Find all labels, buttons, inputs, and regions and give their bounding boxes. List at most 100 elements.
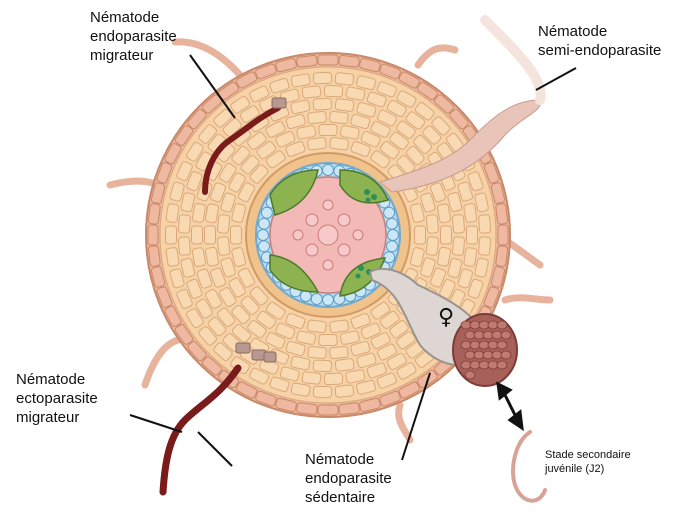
- epidermis-cell: [318, 55, 338, 65]
- cortex-cell: [324, 373, 342, 385]
- egg: [465, 371, 475, 379]
- cortex-cell: [192, 226, 203, 244]
- egg: [479, 341, 489, 349]
- cortex-cell: [205, 226, 216, 244]
- egg: [465, 351, 475, 359]
- egg: [488, 361, 498, 369]
- endodermis-cell: [323, 295, 334, 306]
- egg: [501, 331, 511, 339]
- cortex-cell: [335, 72, 354, 85]
- cortex-cell: [324, 85, 342, 97]
- epidermis-cell: [296, 55, 317, 67]
- cortex-cell: [452, 214, 464, 233]
- egg: [479, 321, 489, 329]
- cortex-cell: [217, 236, 230, 255]
- cortex-cell: [313, 72, 331, 84]
- endodermis-cell: [384, 207, 395, 218]
- endodermis-cell: [258, 230, 269, 241]
- endodermis-cell: [388, 230, 399, 241]
- cortex-cell: [467, 226, 478, 244]
- epidermis-cell: [496, 246, 508, 267]
- egg: [488, 321, 498, 329]
- cortex-cell: [166, 247, 179, 266]
- epidermis-cell: [148, 203, 160, 224]
- juvenile-j2: [513, 432, 545, 501]
- egg: [474, 331, 484, 339]
- endodermis-cell: [311, 294, 322, 305]
- cortex-cell: [426, 214, 439, 233]
- cortex-cell: [329, 111, 348, 124]
- epidermis-cell: [339, 403, 360, 415]
- epidermis-cell: [148, 246, 160, 267]
- egg: [501, 351, 511, 359]
- egg: [461, 341, 471, 349]
- cortex-cell: [307, 137, 326, 150]
- egg: [465, 331, 475, 339]
- egg: [492, 351, 502, 359]
- cortex-cell: [441, 226, 452, 244]
- female-symbol: ♀: [438, 308, 454, 327]
- cortex-cell: [335, 358, 354, 371]
- cortex-cell: [308, 346, 327, 359]
- egg: [483, 331, 493, 339]
- label-endoparasite-sedentaire: Nématode endoparasite sédentaire: [305, 450, 392, 507]
- cortex-cell: [463, 247, 477, 266]
- epidermis-cell: [496, 203, 508, 224]
- egg: [461, 361, 471, 369]
- epidermis-cell: [498, 225, 508, 245]
- egg: [470, 361, 480, 369]
- cortex-cell: [319, 125, 337, 136]
- egg: [497, 361, 507, 369]
- cortex-cell: [478, 215, 490, 234]
- cortex-cell: [415, 226, 426, 244]
- egg: [483, 351, 493, 359]
- egg: [474, 351, 484, 359]
- cortex-cell: [192, 247, 206, 267]
- egg: [479, 361, 489, 369]
- label-stade-j2: Stade secondaire juvénile (J2): [545, 448, 631, 476]
- cortex-cell: [313, 386, 331, 398]
- egg: [497, 341, 507, 349]
- label-endoparasite-migrateur: Nématode endoparasite migrateur: [90, 8, 177, 65]
- egg: [492, 331, 502, 339]
- cortex-cell: [192, 203, 206, 223]
- cortex-cell: [335, 99, 354, 112]
- cortex-cell: [166, 203, 179, 222]
- epidermis-cell: [339, 55, 360, 67]
- cortex-cell: [313, 98, 331, 110]
- egg: [461, 321, 471, 329]
- endodermis-cell: [259, 218, 270, 229]
- endodermis-cell: [384, 252, 395, 263]
- cortex-cell: [178, 215, 190, 234]
- egg: [497, 321, 507, 329]
- cortex-cell: [178, 237, 190, 256]
- label-semi-endoparasite: Nématode semi-endoparasite: [538, 22, 661, 60]
- epidermis-cell: [318, 405, 338, 415]
- egg: [470, 341, 480, 349]
- cortex-cell: [313, 360, 331, 372]
- epidermis-cell: [296, 403, 317, 415]
- cortex-cell: [329, 346, 348, 359]
- cortex-cell: [426, 236, 439, 255]
- damaged-cells-top: [272, 98, 286, 108]
- cortex-cell: [302, 372, 321, 385]
- cortex-cell: [231, 226, 242, 244]
- cortex-cell: [330, 137, 349, 150]
- double-arrow: [498, 384, 522, 428]
- semi-endo-faint-tail: [485, 20, 541, 100]
- egg: [488, 341, 498, 349]
- label-ectoparasite-migrateur: Nématode ectoparasite migrateur: [16, 370, 98, 427]
- epidermis-cell: [148, 225, 158, 245]
- endodermis-cell: [387, 218, 398, 229]
- cortex-cell: [330, 320, 349, 333]
- cortex-cell: [302, 86, 321, 99]
- cortex-cell: [307, 320, 326, 333]
- cortex-cell: [319, 335, 337, 346]
- cortex-cell: [478, 237, 490, 256]
- cortex-cell: [166, 226, 177, 244]
- cortex-cell: [463, 203, 477, 222]
- cortex-cell: [217, 214, 230, 233]
- egg: [470, 321, 480, 329]
- endodermis-cell: [261, 207, 272, 218]
